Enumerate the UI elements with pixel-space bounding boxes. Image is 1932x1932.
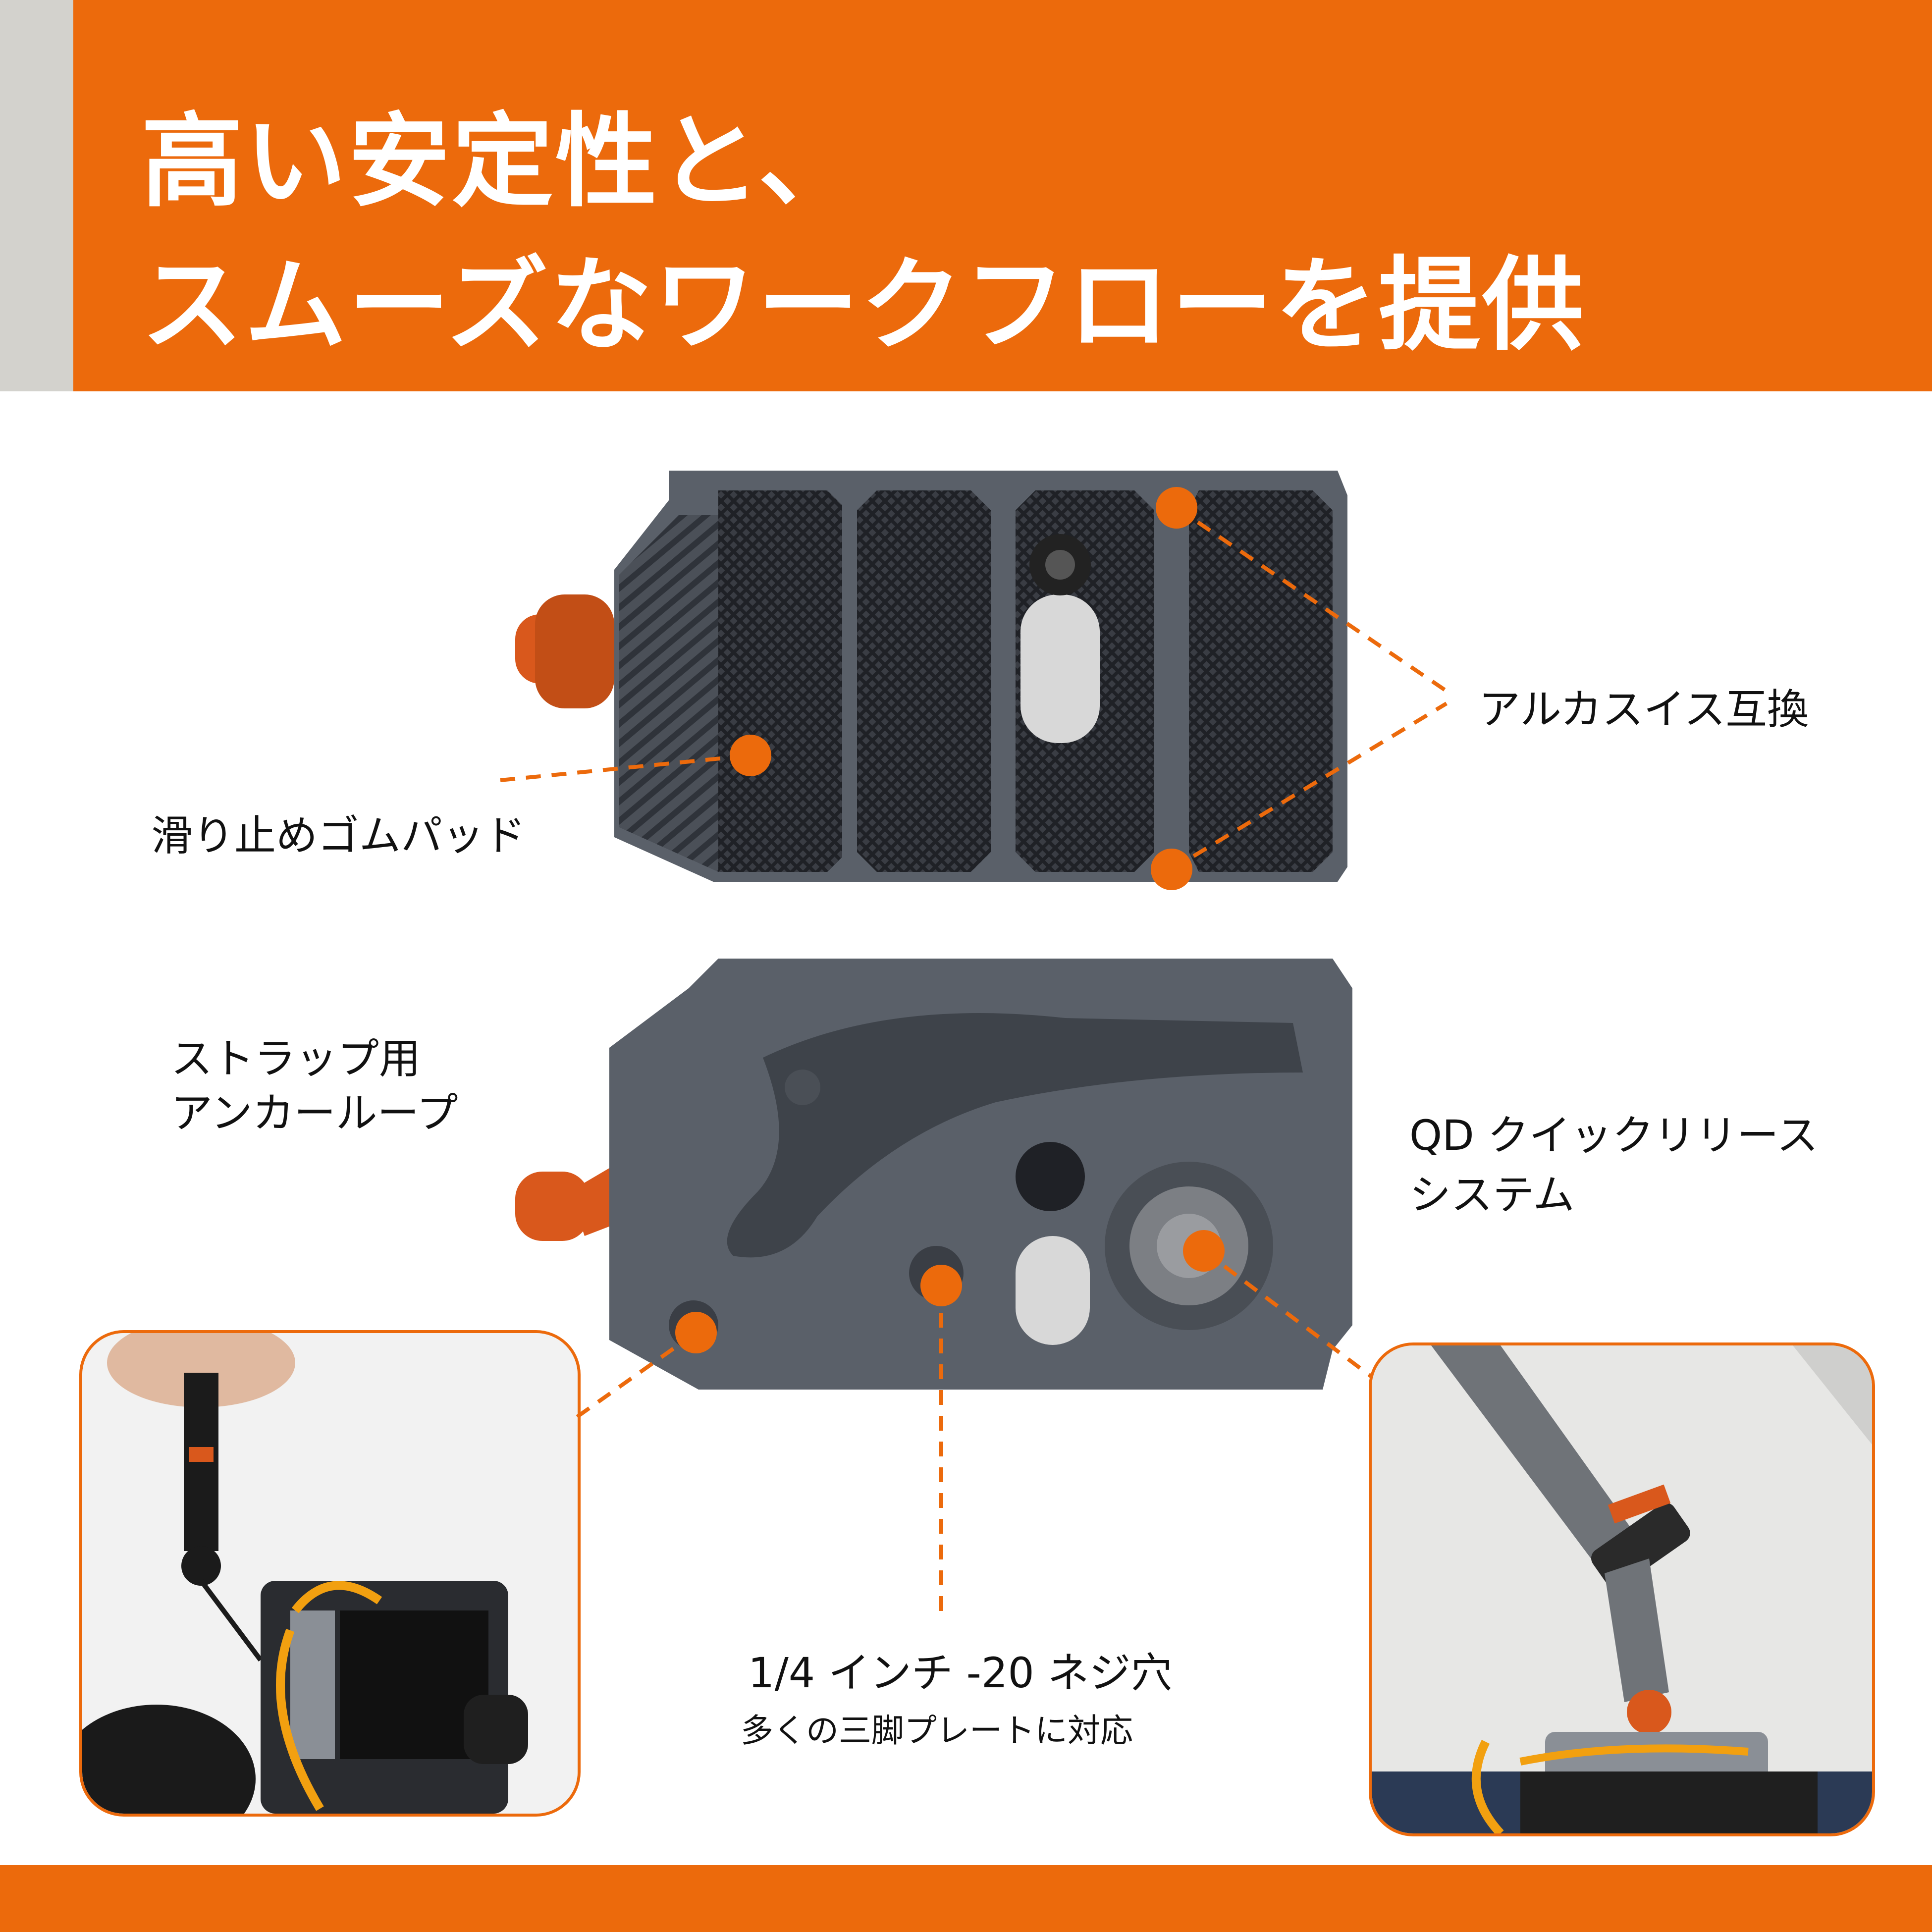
shoulder-strap-photo: [1369, 1342, 1875, 1836]
headline-line-1: 高い安定性と、: [141, 103, 862, 221]
label-qd-2: システム: [1409, 1171, 1575, 1219]
shoulder-strap-photo-icon: [1372, 1345, 1872, 1833]
marker-strap-anchor: [675, 1312, 717, 1353]
label-anti-slip: 滑り止めゴムパッド: [151, 811, 526, 860]
camera-strap-photo: [79, 1330, 581, 1817]
plate-bottom-view-icon: [515, 959, 1352, 1390]
marker-arca-top: [1156, 487, 1197, 529]
label-strap-anchor-1: ストラップ用: [171, 1034, 421, 1083]
camera-strap-photo-icon: [82, 1333, 578, 1814]
header-banner: [0, 0, 1932, 391]
label-arca-swiss: アルカスイス互換: [1479, 685, 1809, 734]
marker-thread-hole: [920, 1265, 962, 1306]
label-thread-sub: 多くの三脚プレートに対応: [741, 1712, 1133, 1750]
label-qd-1: QD クイックリリース: [1409, 1111, 1819, 1160]
label-strap-anchor-2: アンカーループ: [171, 1089, 458, 1137]
plate-top-view-icon: [515, 471, 1347, 882]
label-thread-title: 1/4 インチ -20 ネジ穴: [748, 1649, 1173, 1697]
marker-qd: [1183, 1230, 1225, 1272]
header-side-stripe: [0, 0, 73, 391]
footer-bar: [0, 1865, 1932, 1932]
headline-line-2: スムーズなワークフローを提供: [141, 247, 1586, 365]
marker-arca-bottom: [1151, 849, 1192, 890]
marker-anti-slip: [730, 735, 771, 776]
